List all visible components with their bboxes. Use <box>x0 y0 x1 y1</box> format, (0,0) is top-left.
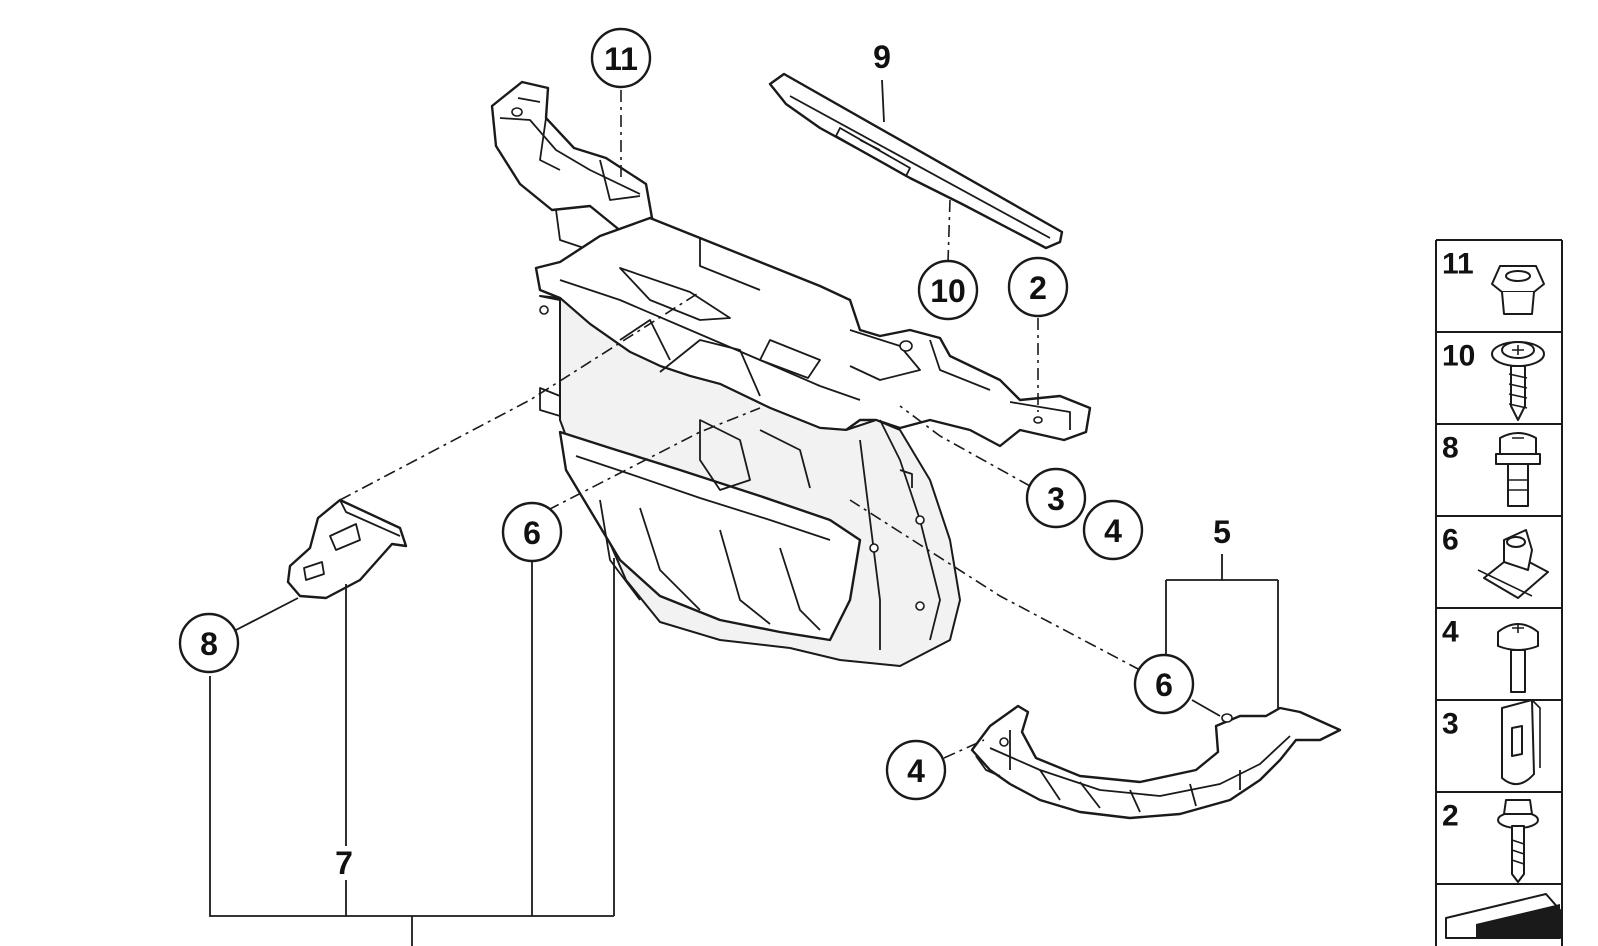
callout-label: 5 <box>1213 514 1231 550</box>
legend-number: 3 <box>1442 708 1459 741</box>
callout-group: 11 9 10 2 3 4 5 6 6 4 8 7 <box>178 27 1231 881</box>
callout-label: 7 <box>335 845 353 881</box>
callout-label: 2 <box>1029 270 1047 306</box>
legend-number: 11 <box>1442 248 1474 281</box>
fastener-legend: 11 10 8 6 4 3 2 <box>1435 239 1563 946</box>
callout-c9: 9 <box>873 39 891 75</box>
legend-number: 10 <box>1442 340 1475 373</box>
callout-c2: 2 <box>1007 256 1069 318</box>
callout-label: 3 <box>1047 481 1065 517</box>
legend-frame <box>1435 239 1562 946</box>
callout-circle <box>1133 653 1195 715</box>
callout-circle <box>885 739 947 801</box>
hex-bolt-washer-icon <box>1497 799 1539 883</box>
callout-label: 9 <box>873 39 891 75</box>
callout-c6a: 6 <box>501 501 563 563</box>
callout-c8: 8 <box>178 612 240 674</box>
legend-item-4: 4 <box>1436 607 1562 693</box>
callout-circle <box>1025 467 1087 529</box>
callout-c10: 10 <box>917 259 979 321</box>
callout-circle <box>590 27 652 89</box>
callout-c4a: 4 <box>1082 499 1144 561</box>
expanding-nut-icon <box>1491 265 1545 315</box>
legend-item-11: 11 <box>1442 248 1545 315</box>
callout-label: 6 <box>523 515 541 551</box>
callout-c7: 7 <box>335 845 353 881</box>
legend-item-2: 2 <box>1436 791 1562 883</box>
legend-number: 6 <box>1442 524 1459 557</box>
callout-circle <box>501 501 563 563</box>
legend-item-8: 8 <box>1436 423 1562 507</box>
leader-lines <box>209 79 1279 946</box>
legend-number: 2 <box>1442 800 1459 833</box>
bracket-right <box>970 704 1342 820</box>
callout-label: 4 <box>907 753 925 789</box>
collar-screw-icon <box>1495 432 1541 507</box>
legend-item-6: 6 <box>1436 515 1562 599</box>
scale-marker-icon <box>1436 883 1562 939</box>
self-tapping-screw-icon <box>1491 341 1545 421</box>
callout-label: 6 <box>1155 667 1173 703</box>
clip-nut-icon <box>1477 529 1549 599</box>
callout-c6b: 6 <box>1133 653 1195 715</box>
callout-c3: 3 <box>1025 467 1087 529</box>
callout-c5: 5 <box>1213 514 1231 550</box>
cover-strip <box>768 72 1064 250</box>
callout-label: 11 <box>604 41 638 77</box>
callout-c4b: 4 <box>885 739 947 801</box>
callout-circle <box>1007 256 1069 318</box>
legend-number: 4 <box>1442 616 1459 649</box>
fillister-head-screw-icon <box>1497 623 1539 693</box>
callout-circle <box>178 612 240 674</box>
legend-number: 8 <box>1442 432 1459 465</box>
callout-circle <box>1082 499 1144 561</box>
front-end-support-panel <box>490 80 1092 667</box>
callout-c11: 11 <box>590 27 652 89</box>
bracket-left <box>286 498 408 600</box>
spring-nut-icon <box>1501 699 1541 785</box>
callout-label: 10 <box>930 273 966 309</box>
callout-circle <box>917 259 979 321</box>
legend-item-10: 10 <box>1436 331 1562 421</box>
legend-item-3: 3 <box>1436 699 1562 785</box>
callout-label: 4 <box>1104 513 1122 549</box>
callout-label: 8 <box>200 626 218 662</box>
